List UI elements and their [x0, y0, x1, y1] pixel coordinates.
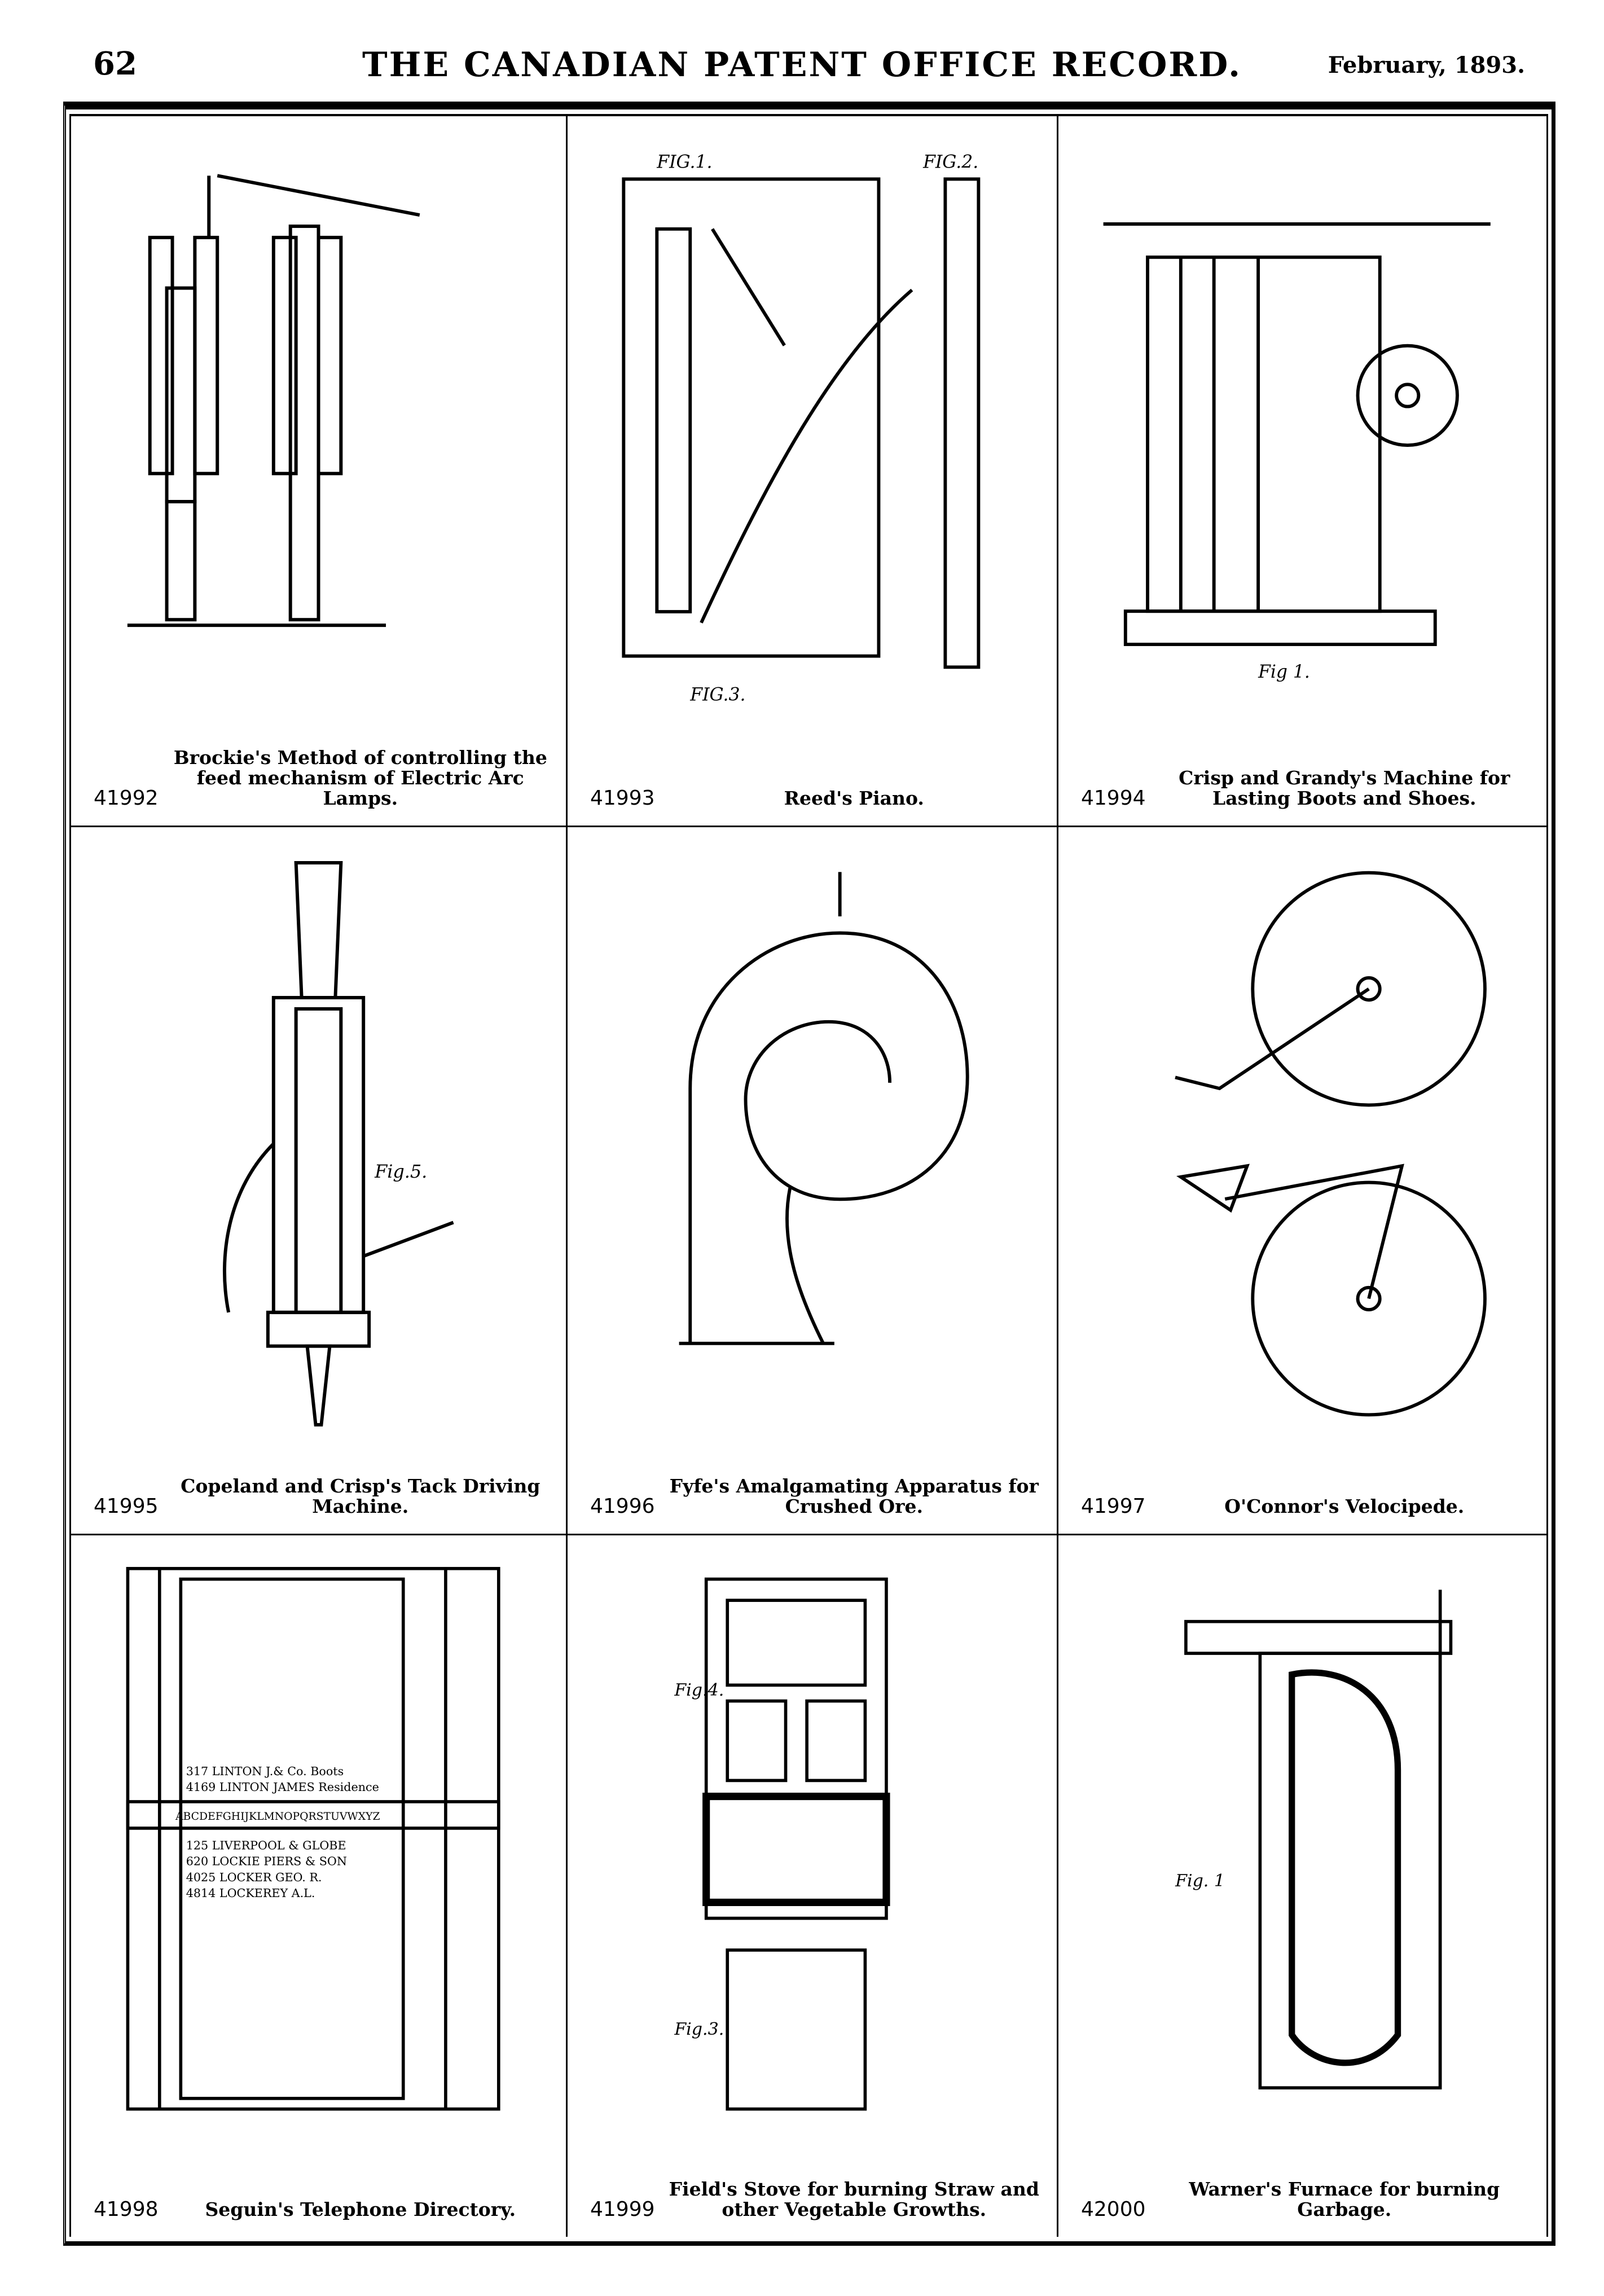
patent-title: Brockie's Method of controlling the feed… — [173, 747, 547, 809]
fig-label: Fig. 1 — [1175, 1871, 1225, 1891]
tack-driver-illustration: Fig.5. — [105, 850, 532, 1438]
fig-label: Fig.5. — [374, 1161, 427, 1182]
fig-label: FIG.2. — [922, 152, 978, 173]
patent-cell: 41997 O'Connor's Velocipede. — [1058, 827, 1546, 1535]
fig-label: FIG.1. — [656, 152, 712, 173]
fig-label: Fig 1. — [1258, 662, 1310, 682]
patent-number: 41999 — [590, 2198, 655, 2221]
patent-number: 41995 — [94, 1495, 159, 1518]
amalgamator-illustration — [601, 850, 1023, 1438]
garbage-furnace-illustration: Fig. 1 — [1092, 1558, 1513, 2141]
patent-title: Field's Stove for burning Straw and othe… — [669, 2178, 1039, 2220]
fig-label: Fig.3. — [674, 2020, 724, 2039]
patent-number: 42000 — [1081, 2198, 1146, 2221]
fig-label: Fig.4. — [674, 1680, 724, 1700]
patent-cell: Fig. 1 42000 Warner's Furnace for burning… — [1058, 1535, 1546, 2237]
patent-number: 41998 — [94, 2198, 159, 2221]
patent-title: O'Connor's Velocipede. — [1224, 1495, 1465, 1517]
lasting-machine-illustration: Fig 1. — [1092, 139, 1513, 730]
patent-cell: 317 LINTON J.& Co. Boots 4169 LINTON JAME… — [71, 1535, 568, 2237]
piano-illustration: FIG.1. FIG.2. FIG.3. — [601, 139, 1023, 730]
svg-text:4814 LOCKEREY A.L.: 4814 LOCKEREY A.L. — [186, 1886, 315, 1900]
patent-title: Copeland and Crisp's Tack Driving Machin… — [181, 1475, 540, 1517]
patent-number: 41994 — [1081, 787, 1146, 810]
page-number: 62 — [93, 45, 137, 82]
issue-date: February, 1893. — [1328, 52, 1525, 78]
svg-text:ABCDEFGHIJKLMNOPQRSTUVWXYZ: ABCDEFGHIJKLMNOPQRSTUVWXYZ — [175, 1811, 380, 1823]
patent-title: Reed's Piano. — [784, 787, 924, 809]
patent-title: Seguin's Telephone Directory. — [205, 2198, 516, 2220]
svg-text:4169 LINTON JAMES Residence: 4169 LINTON JAMES Residence — [186, 1780, 379, 1794]
publication-title: THE CANADIAN PATENT OFFICE RECORD. — [362, 45, 1242, 85]
fig-label: FIG.3. — [689, 684, 745, 705]
patent-cell: Fig.5. 41995 Copeland and Crisp's Tack Dr… — [71, 827, 568, 1535]
patent-cell: Fig.4. Fig.3. 41999 Field's Stove for burn… — [568, 1535, 1058, 2237]
arc-lamp-illustration — [105, 139, 532, 730]
patent-number: 41997 — [1081, 1495, 1146, 1518]
straw-stove-illustration: Fig.4. Fig.3. — [601, 1558, 1023, 2141]
velocipede-illustration — [1092, 850, 1513, 1438]
patent-number: 41996 — [590, 1495, 655, 1518]
patent-title: Fyfe's Amalgamating Apparatus for Crushe… — [669, 1475, 1039, 1517]
svg-text:620 LOCKIE PIERS & SON: 620 LOCKIE PIERS & SON — [186, 1855, 347, 1868]
patent-title: Crisp and Grandy's Machine for Lasting B… — [1179, 767, 1510, 809]
patent-grid: 41992 Brockie's Method of controlling the… — [71, 116, 1546, 2237]
patent-number: 41992 — [94, 787, 159, 810]
patent-cell: FIG.1. FIG.2. FIG.3. 41993 Reed's Piano. — [568, 116, 1058, 827]
svg-text:125 LIVERPOOL & GLOBE: 125 LIVERPOOL & GLOBE — [186, 1839, 346, 1852]
patent-number: 41993 — [590, 787, 655, 810]
svg-text:4025 LOCKER GEO. R.: 4025 LOCKER GEO. R. — [186, 1871, 322, 1884]
patent-cell: Fig 1. 41994 Crisp and Grandy's Machine f… — [1058, 116, 1546, 827]
patent-cell: 41996 Fyfe's Amalgamating Apparatus for C… — [568, 827, 1058, 1535]
patent-cell: 41992 Brockie's Method of controlling the… — [71, 116, 568, 827]
telephone-directory-illustration: 317 LINTON J.& Co. Boots 4169 LINTON JAME… — [105, 1558, 532, 2141]
patent-title: Warner's Furnace for burning Garbage. — [1189, 2178, 1500, 2220]
patent-grid-frame: 41992 Brockie's Method of controlling the… — [63, 102, 1555, 2246]
svg-text:317 LINTON J.& Co. Boots: 317 LINTON J.& Co. Boots — [186, 1764, 344, 1778]
